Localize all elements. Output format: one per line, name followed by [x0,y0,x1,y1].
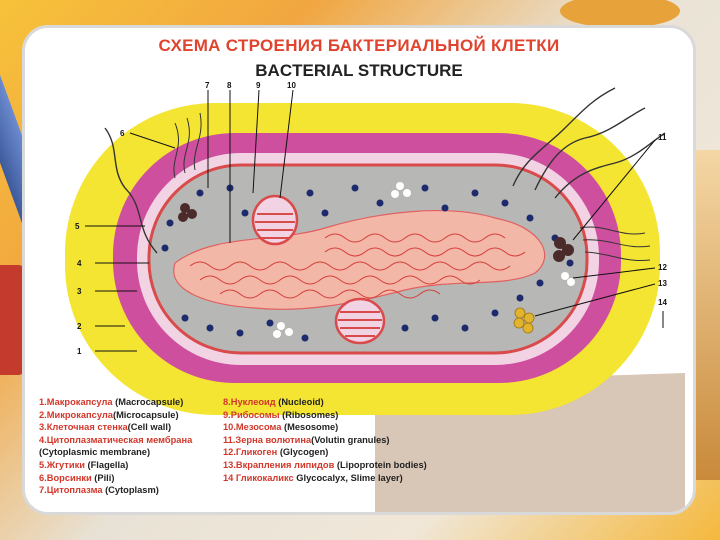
pili [173,112,651,262]
legend-item-russian: 9.Рибосомы [223,409,280,420]
legend-item: 1.Макрокапсула (Macrocapsule) [39,396,192,409]
legend-item-english: (Volutin granules) [311,434,390,445]
lipid-inclusions [513,307,535,334]
callout-2: 2 [77,322,82,331]
legend-item-english: (Macrocapsule) [112,397,184,407]
legend-left: 1.Макрокапсула (Macrocapsule)2.Микрокапс… [39,396,192,497]
callout-4: 4 [77,259,82,268]
legend-item: 11.Зерна волютина(Volutin granules) [223,434,427,447]
callout-14: 14 [658,298,667,307]
legend-item-english: (Pili) [91,472,115,483]
title-english: BACTERIAL STRUCTURE [255,61,463,80]
legend-item-english: (Flagella) [84,459,129,470]
legend-item-english: (Nucleoid) [275,397,324,407]
legend-item-russian: 2.Микрокапсула [39,409,113,420]
legend-item-english: (Mesosome) [281,422,339,433]
nucleoid-dna-strands [189,233,526,299]
callout-1: 1 [77,347,82,356]
callout-8: 8 [227,81,232,90]
legend-item: 8.Нуклеоид (Nucleoid) [223,396,427,409]
legend-item-russian: 14 Гликокаликс [223,472,294,483]
legend-right: 8.Нуклеоид (Nucleoid)9.Рибосомы (Ribosom… [223,396,427,484]
legend-item: 10.Мезосома (Mesosome) [223,421,427,434]
callout-numbers: 1 2 3 4 5 6 7 8 9 10 11 12 13 14 [75,81,667,356]
legend-item-russian: 6.Ворсинки [39,472,92,483]
legend-item: 14 Гликокаликс Glycocalyx, Slime layer) [223,472,427,485]
callout-5: 5 [75,222,80,231]
legend-item: 4.Цитоплазматическая мембрана [39,434,192,447]
legend-item: 9.Рибосомы (Ribosomes) [223,409,427,422]
legend-item-russian: 13.Вкрапления липидов [223,459,335,470]
legend-item-english: (Cell wall) [127,422,172,433]
legend-item-russian: 12.Гликоген [223,447,278,458]
legend-item-english: (Cytoplasmic membrane) [39,447,151,458]
legend-item-russian: 7.Цитоплазма [39,485,103,496]
clock-decoration [0,265,26,375]
callout-12: 12 [658,263,667,272]
book-decoration [695,150,720,480]
ribosomes [161,184,574,342]
legend-item: 5.Жгутики (Flagella) [39,459,192,472]
legend-item-english: (Microcapsule) [112,409,179,420]
mesosome-top [251,194,299,246]
legend-item-english: (Glycogen) [277,447,329,458]
legend-item: 12.Гликоген (Glycogen) [223,446,427,459]
legend-item-russian: 3.Клеточная стенка [39,422,128,433]
legend-item-english: (Ribosomes) [279,409,339,420]
callout-13: 13 [658,279,667,288]
callout-10: 10 [287,81,296,90]
title-russian: СХЕМА СТРОЕНИЯ БАКТЕРИАЛЬНОЙ КЛЕТКИ [158,36,560,55]
callout-11: 11 [658,133,667,142]
legend-item-russian: 4.Цитоплазматическая мембрана [39,434,193,445]
legend-item-english: (Lipoprotein bodies) [334,459,427,470]
nucleoid [173,209,546,310]
legend-item: 6.Ворсинки (Pili) [39,472,192,485]
legend-item: 3.Клеточная стенка(Cell wall) [39,421,192,434]
legend-item: 13.Вкрапления липидов (Lipoprotein bodie… [223,459,427,472]
mesosome-bottom [334,297,386,345]
callout-3: 3 [77,287,82,296]
legend-item: 7.Цитоплазма (Cytoplasm) [39,484,192,497]
bacterial-cell-diagram: 1 2 3 4 5 6 7 8 9 10 11 12 13 14 [65,81,685,512]
glycogen [273,182,575,338]
callout-7: 7 [205,81,210,90]
legend-item-russian: 10.Мезосома [223,422,282,433]
legend-item-english: Glycocalyx, Slime layer) [293,472,403,483]
legend-item: 2.Микрокапсула(Microcapsule) [39,409,192,422]
volutin-granules [178,203,574,262]
leaf-decoration [560,0,680,28]
callout-lines [85,89,664,352]
legend-item-russian: 5.Жгутики [39,459,85,470]
legend-item-russian: 1.Макрокапсула [39,397,113,407]
flagella [104,87,666,254]
callout-6: 6 [120,129,125,138]
legend-item-russian: 11.Зерна волютина [223,434,312,445]
legend-item: (Cytoplasmic membrane) [39,446,192,459]
legend-item-english: (Cytoplasm) [102,485,159,496]
legend-item-russian: 8.Нуклеоид [223,397,276,407]
callout-9: 9 [256,81,261,90]
slide-frame: СХЕМА СТРОЕНИЯ БАКТЕРИАЛЬНОЙ КЛЕТКИ BACT… [22,25,696,515]
